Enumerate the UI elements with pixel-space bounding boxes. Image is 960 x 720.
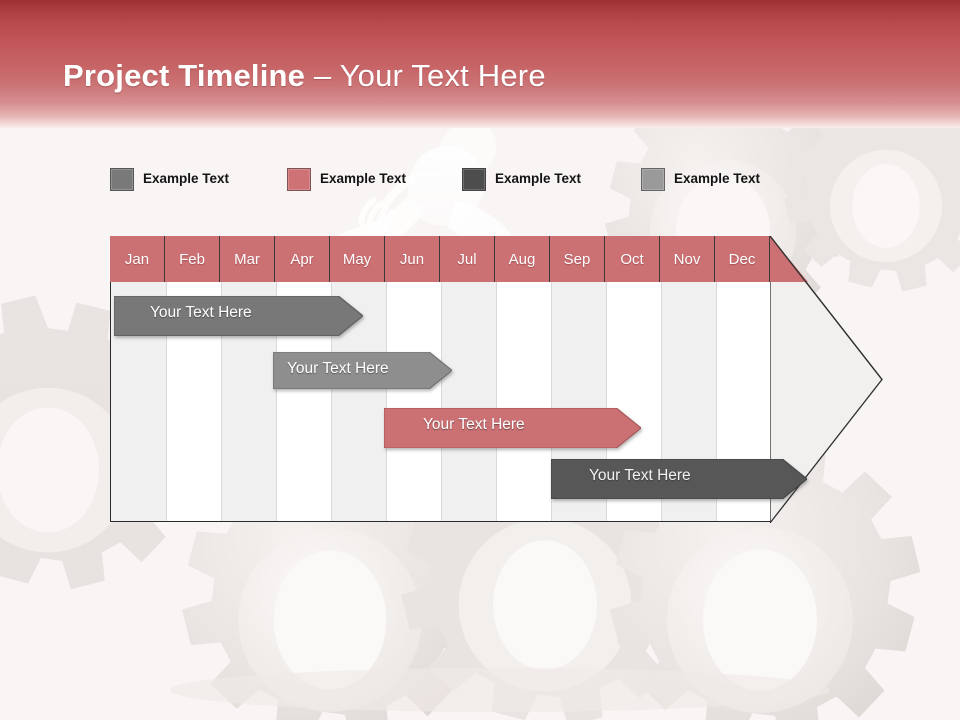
month-cell-jan[interactable]: Jan xyxy=(110,236,165,282)
month-label: Feb xyxy=(179,250,205,268)
legend-label-2: Example Text xyxy=(320,171,407,187)
legend: Example Text Example Text Example Text E… xyxy=(110,168,830,194)
legend-item-4[interactable]: Example Text xyxy=(641,168,760,191)
timeline-arrowhead xyxy=(770,236,883,523)
month-label: May xyxy=(342,250,372,268)
grid-line xyxy=(386,282,387,521)
legend-swatch-icon xyxy=(641,168,665,191)
grid-line xyxy=(221,282,222,521)
month-cell-aug[interactable]: Aug xyxy=(495,236,550,282)
month-label: Nov xyxy=(673,250,701,268)
legend-swatch-icon xyxy=(462,168,486,191)
task-bar-label-2: Your Text Here xyxy=(287,360,389,378)
grid-line xyxy=(166,282,167,521)
legend-label-3: Example Text xyxy=(495,171,582,187)
month-cell-jul[interactable]: Jul xyxy=(440,236,495,282)
timeline-chart: Jan Feb Mar Apr May Jun Jul Aug Sep Oct … xyxy=(110,236,883,523)
grid-line xyxy=(551,282,552,521)
month-label: Aug xyxy=(508,250,536,268)
month-cell-apr[interactable]: Apr xyxy=(275,236,330,282)
legend-item-2[interactable]: Example Text xyxy=(287,168,406,191)
month-cell-may[interactable]: May xyxy=(330,236,385,282)
month-cell-oct[interactable]: Oct xyxy=(605,236,660,282)
legend-label-1: Example Text xyxy=(143,171,230,187)
legend-item-3[interactable]: Example Text xyxy=(462,168,581,191)
task-bar-4[interactable]: Your Text Here xyxy=(551,459,807,499)
grid-stripe xyxy=(441,282,496,521)
month-label: Jun xyxy=(399,250,425,268)
month-cell-nov[interactable]: Nov xyxy=(660,236,715,282)
month-cell-sep[interactable]: Sep xyxy=(550,236,605,282)
grid-line xyxy=(276,282,277,521)
task-bar-label-1: Your Text Here xyxy=(150,304,252,322)
task-bar-shape-icon xyxy=(273,352,452,389)
month-label: Jul xyxy=(457,250,477,268)
grid-line xyxy=(606,282,607,521)
task-bar-shape-icon xyxy=(114,296,363,336)
task-bar-shape-icon xyxy=(384,408,641,449)
legend-swatch-icon xyxy=(110,168,134,191)
task-bar-shape-icon xyxy=(551,459,807,499)
page-title-bold: Project Timeline xyxy=(63,58,306,93)
legend-swatch-icon xyxy=(287,168,311,191)
timeline-month-header: Jan Feb Mar Apr May Jun Jul Aug Sep Oct … xyxy=(110,236,770,282)
grid-line xyxy=(331,282,332,521)
task-bar-label-4: Your Text Here xyxy=(589,467,691,485)
month-label: Jan xyxy=(124,250,150,268)
header-band xyxy=(0,0,960,128)
month-cell-jun[interactable]: Jun xyxy=(385,236,440,282)
legend-item-1[interactable]: Example Text xyxy=(110,168,229,191)
month-label: Sep xyxy=(563,250,591,268)
grid-line xyxy=(441,282,442,521)
task-bar-1[interactable]: Your Text Here xyxy=(114,296,363,336)
month-label: Oct xyxy=(620,250,644,268)
page-title: Project Timeline – Your Text Here xyxy=(63,60,546,91)
month-label: Mar xyxy=(234,250,260,268)
page-title-rest: – Your Text Here xyxy=(305,58,546,93)
task-bar-label-3: Your Text Here xyxy=(423,416,525,434)
month-cell-mar[interactable]: Mar xyxy=(220,236,275,282)
task-bar-3[interactable]: Your Text Here xyxy=(384,408,641,449)
legend-label-4: Example Text xyxy=(674,171,761,187)
month-cell-dec[interactable]: Dec xyxy=(715,236,770,282)
month-label: Apr xyxy=(290,250,314,268)
task-bar-2[interactable]: Your Text Here xyxy=(273,352,452,389)
grid-line xyxy=(661,282,662,521)
month-label: Dec xyxy=(728,250,756,268)
month-cell-feb[interactable]: Feb xyxy=(165,236,220,282)
grid-line xyxy=(716,282,717,521)
grid-line xyxy=(496,282,497,521)
